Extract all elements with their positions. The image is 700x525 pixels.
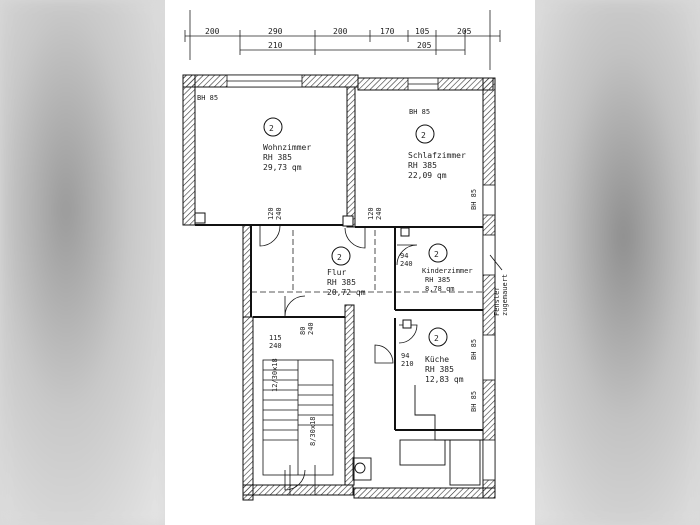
dim-top-6: 205	[457, 27, 472, 36]
door-dim-210: 210	[401, 360, 414, 368]
dimension-line-top	[184, 10, 501, 70]
bh-label-kueche-upper: BH 85	[470, 339, 478, 360]
chimney-squares	[194, 212, 412, 329]
door-dim-240-e: 240	[307, 322, 315, 335]
room-number-kueche: 2	[434, 334, 439, 343]
door-dim-240-a: 240	[275, 207, 283, 220]
room-number-kinderzimmer: 2	[434, 250, 439, 259]
door-dim-115: 115	[269, 334, 282, 342]
door-dim-120-a: 120	[267, 207, 275, 220]
room-area-flur: 20,72 qm	[327, 288, 366, 297]
room-number-flur: 2	[337, 253, 342, 262]
door-dim-240-d: 240	[269, 342, 282, 350]
room-number-circles	[263, 117, 448, 347]
room-name-kueche: Küche	[425, 355, 449, 364]
dim-top-4: 170	[380, 27, 395, 36]
dashed-lines	[251, 230, 483, 293]
bh-label-wohnzimmer: BH 85	[197, 94, 218, 102]
stairs	[262, 359, 334, 476]
blurred-background-left	[0, 0, 165, 525]
dim-second-1: 210	[268, 41, 283, 50]
door-dim-94-a: 94	[400, 252, 408, 260]
door-dim-94-b: 94	[401, 352, 409, 360]
room-rh-flur: RH 385	[327, 278, 356, 287]
room-area-kueche: 12,83 qm	[425, 375, 464, 384]
room-name-flur: Flur	[327, 268, 346, 277]
room-name-wohnzimmer: Wohnzimmer	[263, 143, 311, 152]
stair-label-lower: 8/30x18	[309, 416, 317, 446]
room-rh-schlafzimmer: RH 385	[408, 161, 437, 170]
blurred-background-right	[530, 0, 700, 525]
door-dim-80: 80	[299, 327, 307, 335]
door-dim-240-c: 240	[400, 260, 413, 268]
window-note-fenster: Fenster	[493, 286, 501, 316]
room-area-schlafzimmer: 22,09 qm	[408, 171, 447, 180]
dim-top-5: 105	[415, 27, 430, 36]
room-area-wohnzimmer: 29,73 qm	[263, 163, 302, 172]
room-number-wohnzimmer: 2	[269, 124, 274, 133]
room-name-schlafzimmer: Schlafzimmer	[408, 151, 466, 160]
dim-top-3: 200	[333, 27, 348, 36]
door-dim-240-b: 240	[375, 207, 383, 220]
kitchen-fixtures	[352, 385, 483, 486]
bh-label-kueche-lower: BH 85	[470, 391, 478, 412]
stair-label-upper: 12/30x18	[271, 358, 279, 392]
window-note-pointer	[489, 254, 503, 271]
windows	[226, 74, 496, 481]
floor-plan-drawing: 200 290 200 170 105 205 210 205	[182, 10, 509, 501]
room-area-kinderzimmer: 8,78 qm	[425, 285, 455, 293]
bh-label-schlafzimmer-side: BH 85	[470, 189, 478, 210]
interior-walls	[195, 224, 483, 431]
window-note-zugemauert: zugemauert	[501, 274, 509, 316]
dim-top-1: 200	[205, 27, 220, 36]
dim-top-2: 290	[268, 27, 283, 36]
floor-plan-sheet: 200 290 200 170 105 205 210 205	[165, 0, 535, 525]
room-rh-kueche: RH 385	[425, 365, 454, 374]
dim-second-2: 205	[417, 41, 432, 50]
room-rh-kinderzimmer: RH 385	[425, 276, 450, 284]
room-number-schlafzimmer: 2	[421, 131, 426, 140]
door-dim-120-b: 120	[367, 207, 375, 220]
doors	[259, 225, 418, 495]
bh-label-schlafzimmer: BH 85	[409, 108, 430, 116]
room-name-kinderzimmer: Kinderzimmer	[422, 267, 473, 275]
room-rh-wohnzimmer: RH 385	[263, 153, 292, 162]
